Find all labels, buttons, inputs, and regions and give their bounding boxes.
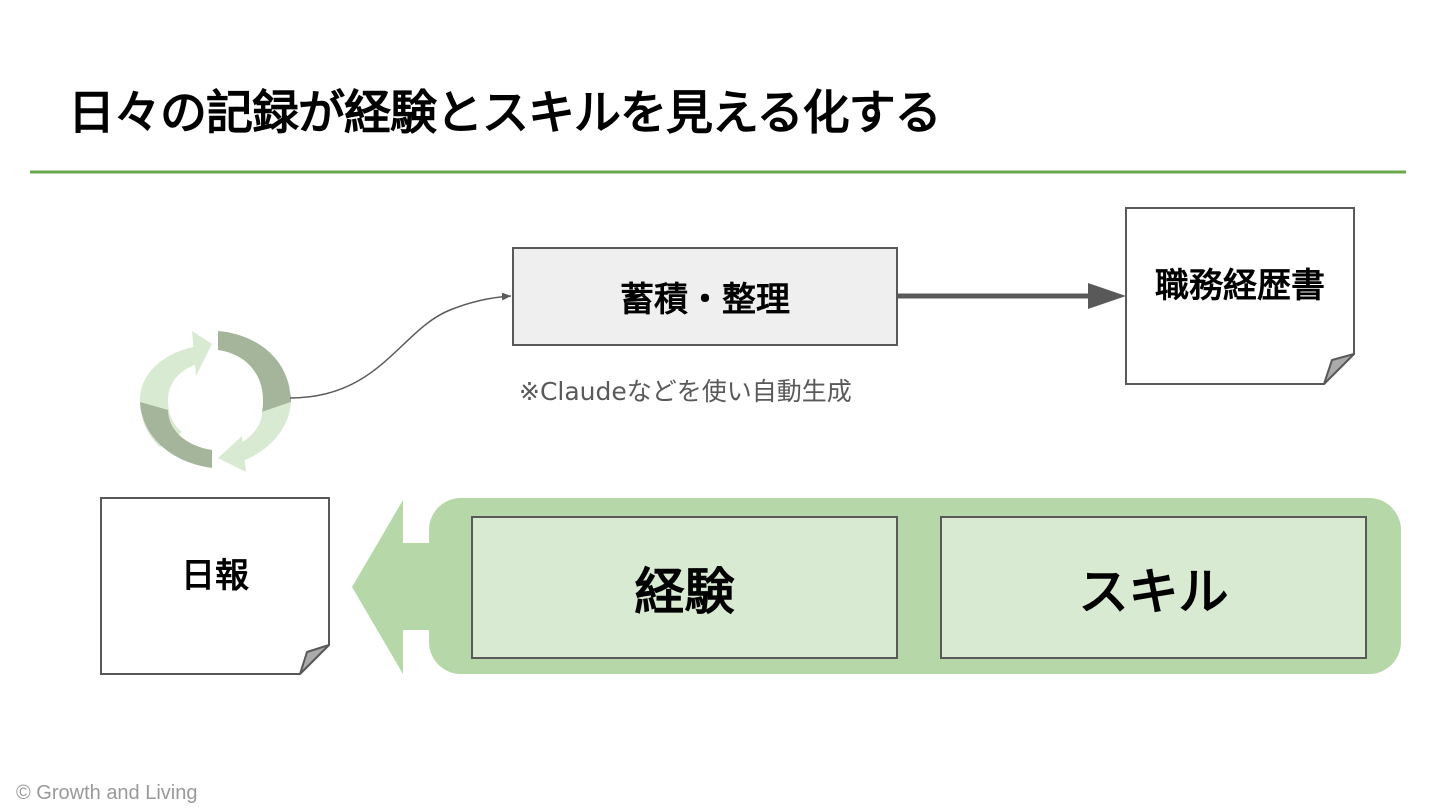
- experience-label: 経験: [634, 562, 735, 621]
- footer-copyright: © Growth and Living: [16, 782, 198, 804]
- output-doc-label: 職務経歴書: [1155, 265, 1325, 306]
- experience-box: [471, 516, 898, 659]
- input-doc-label: 日報: [181, 555, 249, 596]
- arrow-left-icon: [352, 500, 432, 674]
- generation-note: ※Claudeなどを使い自動生成: [519, 377, 852, 406]
- cycle-arrows-icon: [140, 331, 291, 472]
- arrow-right-icon: [898, 283, 1126, 309]
- skill-box: [940, 516, 1367, 659]
- process-box-label: 蓄積・整理: [620, 280, 790, 320]
- skill-label: スキル: [1078, 562, 1229, 621]
- process-box: [512, 247, 898, 346]
- curved-connector: [289, 292, 512, 399]
- input-doc-fold: [299, 644, 330, 675]
- slide-title: 日々の記録が経験とスキルを見える化する: [68, 86, 942, 141]
- output-doc-fold: [1323, 353, 1355, 385]
